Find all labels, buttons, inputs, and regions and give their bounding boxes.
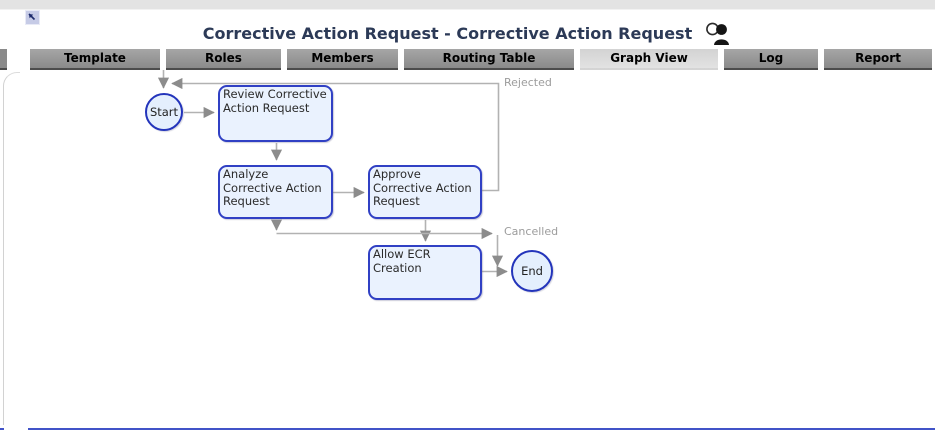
header: Corrective Action Request - Corrective A…: [0, 17, 935, 49]
node-allow-ecr-creation: Allow ECR Creation: [368, 245, 482, 300]
node-start-label: Start: [149, 105, 179, 119]
tab-template[interactable]: Template: [30, 49, 160, 70]
content-panel-corner: [3, 72, 20, 425]
clipped-tab-fragment: [0, 49, 7, 70]
tab-routing-table[interactable]: Routing Table: [404, 49, 574, 70]
node-end: End: [511, 250, 553, 292]
tab-bar: Template Roles Members Routing Table Gra…: [30, 49, 932, 70]
tab-graph-view[interactable]: Graph View: [580, 49, 718, 70]
top-strip: [0, 0, 935, 10]
node-end-label: End: [521, 264, 543, 278]
node-analyze-corrective-action-request: Analyze Corrective Action Request: [218, 165, 333, 219]
node-start: Start: [145, 93, 183, 131]
bottom-divider: [28, 428, 935, 430]
edge-label-rejected: Rejected: [504, 76, 552, 89]
node-review-label: Review Corrective Action Request: [223, 87, 327, 115]
edge-label-cancelled: Cancelled: [504, 225, 559, 238]
tab-roles[interactable]: Roles: [166, 49, 281, 70]
node-approve-label: Approve Corrective Action Request: [373, 167, 472, 209]
node-approve-corrective-action-request: Approve Corrective Action Request: [368, 165, 482, 219]
bottom-divider-stub: [0, 428, 4, 430]
collapse-button[interactable]: [25, 10, 40, 25]
node-review-corrective-action-request: Review Corrective Action Request: [218, 85, 333, 142]
arrow-up-left-icon: [28, 13, 36, 21]
tab-log[interactable]: Log: [724, 49, 818, 70]
node-allow-label: Allow ECR Creation: [373, 247, 431, 275]
tab-report[interactable]: Report: [824, 49, 932, 70]
user-silhouette-icon[interactable]: [704, 21, 732, 50]
tab-members[interactable]: Members: [287, 49, 398, 70]
page-title: Corrective Action Request - Corrective A…: [202, 23, 693, 43]
node-analyze-label: Analyze Corrective Action Request: [223, 167, 322, 209]
